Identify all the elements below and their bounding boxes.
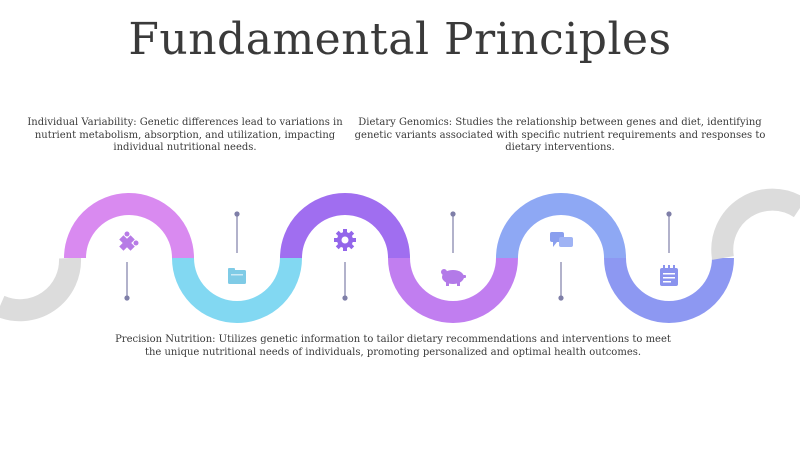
- puzzle-icon: [119, 231, 139, 251]
- wave-segment-1: [64, 193, 194, 259]
- connector-4: [450, 211, 456, 253]
- connector-3: [342, 262, 348, 301]
- wave-segment-6: [604, 257, 734, 323]
- gear-icon: [334, 229, 356, 251]
- principle-individual-variability: Individual Variability: Genetic differen…: [27, 117, 343, 153]
- connector-1: [124, 262, 130, 301]
- connector-6: [666, 211, 672, 253]
- connector-5: [558, 262, 564, 301]
- wave-segment-start: [0, 257, 82, 322]
- principle-precision-nutrition: Precision Nutrition: Utilizes genetic in…: [115, 334, 671, 358]
- principle-dietary-genomics: Dietary Genomics: Studies the relationsh…: [354, 117, 766, 153]
- wave-segment-3: [280, 193, 410, 259]
- folder-icon: [228, 268, 246, 284]
- calendar-icon: [660, 265, 678, 286]
- wave-segment-end: [711, 188, 800, 260]
- wave-segment-2: [172, 257, 302, 323]
- chat-icon: [550, 232, 573, 247]
- piggy-bank-icon: [441, 269, 466, 286]
- connector-2: [234, 211, 240, 253]
- wave-segment-4: [388, 257, 518, 323]
- page-title: Fundamental Principles: [128, 14, 672, 65]
- wave-segment-5: [496, 193, 626, 259]
